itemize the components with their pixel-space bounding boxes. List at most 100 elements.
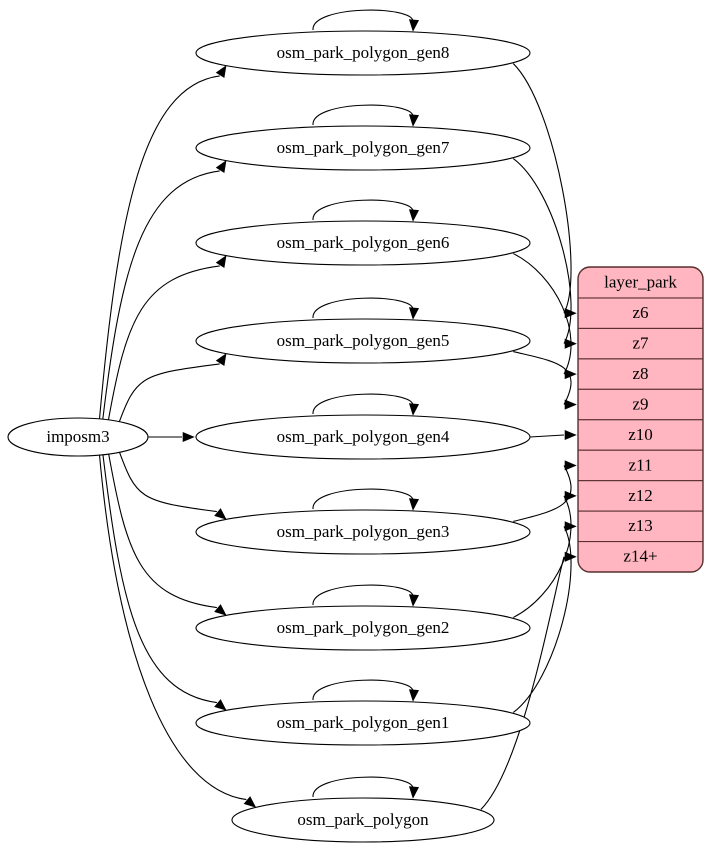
edge-arrow-gen4-z10 (564, 429, 577, 441)
node-gen5-shape (195, 318, 531, 364)
edge-gen6-to-z8 (513, 253, 572, 375)
node-imposm3-label: imposm3 (46, 427, 109, 446)
edge-imposm3-to-gen8 (98, 75, 220, 420)
layer-park-row-label-z13: z13 (628, 516, 653, 535)
edge-gen1-to-z13 (512, 526, 572, 713)
edge-imposm3-to-gen6 (107, 265, 220, 422)
edge-arrow-imposm3-gen5 (215, 353, 227, 367)
layer-park-row-label-z10: z10 (628, 425, 653, 444)
self-loop-edge-gen6 (312, 199, 414, 221)
layer-park-row-label-z8: z8 (632, 364, 648, 383)
edge-imposm3-to-gen2 (107, 452, 217, 609)
edge-arrow-imposm3-gen7 (215, 160, 227, 174)
layer-park-row-z11[interactable] (578, 449, 703, 482)
edge-gen8-to-z6 (512, 63, 572, 314)
self-loop-arrow-gen8 (408, 19, 420, 32)
edge-imposm3-to-gen7 (102, 170, 220, 420)
edge-arrow-gen2-z12 (564, 490, 577, 501)
node-imposm3[interactable]: imposm3 (7, 417, 149, 457)
layer-park-row-label-z12: z12 (628, 486, 653, 505)
edge-arrow-imposm3-gen6 (215, 255, 227, 269)
edge-arrow-imposm3-gen1 (214, 699, 227, 711)
node-gen3-label: osm_park_polygon_gen3 (277, 522, 450, 541)
self-loop-arrow-gen7 (408, 114, 420, 127)
node-base-shape (231, 797, 495, 843)
edge-arrow-imposm3-gen4 (182, 431, 195, 443)
node-base-label: osm_park_polygon (297, 810, 429, 829)
edge-imposm3-to-gen3 (117, 448, 217, 513)
node-gen4-shape (195, 414, 531, 460)
self-loop-arrow-gen2 (408, 594, 420, 607)
self-loop-arrow-gen1 (408, 689, 420, 702)
layer-park-row-label-z9: z9 (632, 394, 648, 413)
nodes-layer: imposm3 osm_park_polygon_gen8 osm_park_pol… (7, 30, 531, 843)
edge-imposm3-to-gen5 (117, 363, 220, 426)
edge-arrow-gen1-z13 (564, 521, 577, 532)
node-imposm3-shape (7, 417, 149, 457)
node-gen8-shape (195, 30, 531, 76)
edge-arrow-gen3-z11 (564, 460, 577, 471)
edges-layer (98, 9, 577, 810)
edge-imposm3-to-gen1 (102, 454, 217, 704)
self-loop-edge-gen1 (312, 679, 414, 701)
edge-arrow-imposm3-gen8 (215, 65, 227, 79)
node-gen1-label: osm_park_polygon_gen1 (277, 713, 450, 732)
self-loop-edge-gen5 (312, 297, 414, 319)
node-gen2-shape (195, 605, 531, 651)
layer-park-outline (577, 266, 704, 573)
node-gen6[interactable]: osm_park_polygon_gen6 (195, 220, 531, 266)
node-gen1-shape (195, 700, 531, 746)
node-gen2[interactable]: osm_park_polygon_gen2 (195, 605, 531, 651)
node-gen7[interactable]: osm_park_polygon_gen7 (195, 125, 531, 171)
self-loop-edge-gen3 (312, 488, 414, 510)
self-loop-arrow-base (408, 786, 420, 799)
self-loop-arrow-gen5 (408, 307, 420, 320)
layer-park-row-z6[interactable] (578, 297, 703, 329)
layer-park-row-z7[interactable] (578, 327, 703, 360)
layer-park-row-label-z11: z11 (629, 455, 653, 474)
node-gen4-label: osm_park_polygon_gen4 (277, 427, 450, 446)
node-gen4[interactable]: osm_park_polygon_gen4 (195, 414, 531, 460)
edge-gen7-to-z7 (512, 158, 572, 344)
layer-park-row-label-z6: z6 (632, 303, 648, 322)
edge-arrow-imposm3-base (243, 796, 257, 808)
node-gen8[interactable]: osm_park_polygon_gen8 (195, 30, 531, 76)
node-gen5-label: osm_park_polygon_gen5 (277, 331, 450, 350)
node-gen6-shape (195, 220, 531, 266)
edge-arrow-imposm3-gen3 (214, 508, 227, 520)
layer-park-header-label: layer_park (604, 272, 677, 291)
node-gen2-label: osm_park_polygon_gen2 (277, 618, 450, 637)
layer-park-row-label-z14p: z14+ (623, 547, 657, 566)
edge-gen5-to-z9 (513, 351, 572, 405)
edge-arrow-imposm3-gen2 (214, 604, 227, 616)
node-gen7-label: osm_park_polygon_gen7 (277, 138, 450, 157)
self-loop-arrow-gen6 (408, 209, 420, 222)
node-gen1[interactable]: osm_park_polygon_gen1 (195, 700, 531, 746)
self-loop-edge-gen2 (312, 584, 414, 606)
edge-base-to-z14p (480, 556, 565, 810)
edge-arrow-gen5-z9 (564, 399, 577, 410)
self-loop-edge-base (312, 776, 414, 798)
node-gen5[interactable]: osm_park_polygon_gen5 (195, 318, 531, 364)
layer-park-row-label-z7: z7 (632, 334, 649, 353)
self-loop-arrow-gen3 (408, 498, 420, 511)
self-loop-arrow-gen4 (408, 403, 420, 416)
self-loop-edge-gen7 (312, 104, 414, 126)
edge-imposm3-to-base (98, 454, 247, 801)
edge-arrow-base-z14p (564, 551, 577, 562)
node-gen7-shape (195, 125, 531, 171)
self-loop-edge-gen4 (312, 393, 414, 415)
edge-gen3-to-z11 (513, 465, 572, 522)
layer-park-row-z8[interactable] (578, 358, 703, 390)
self-loop-edge-gen8 (312, 9, 414, 31)
node-gen8-label: osm_park_polygon_gen8 (277, 43, 450, 62)
layer-park-row-z9[interactable] (578, 388, 703, 421)
layer-park-record[interactable]: layer_park z6 z7 z8 z9 z10 z11 z12 z13 z14+ (577, 266, 704, 573)
node-base[interactable]: osm_park_polygon (231, 797, 495, 843)
layer-park-row-z10[interactable] (578, 419, 703, 451)
edge-gen4-to-z10 (529, 434, 565, 438)
node-gen3[interactable]: osm_park_polygon_gen3 (195, 509, 531, 555)
node-gen3-shape (195, 509, 531, 555)
